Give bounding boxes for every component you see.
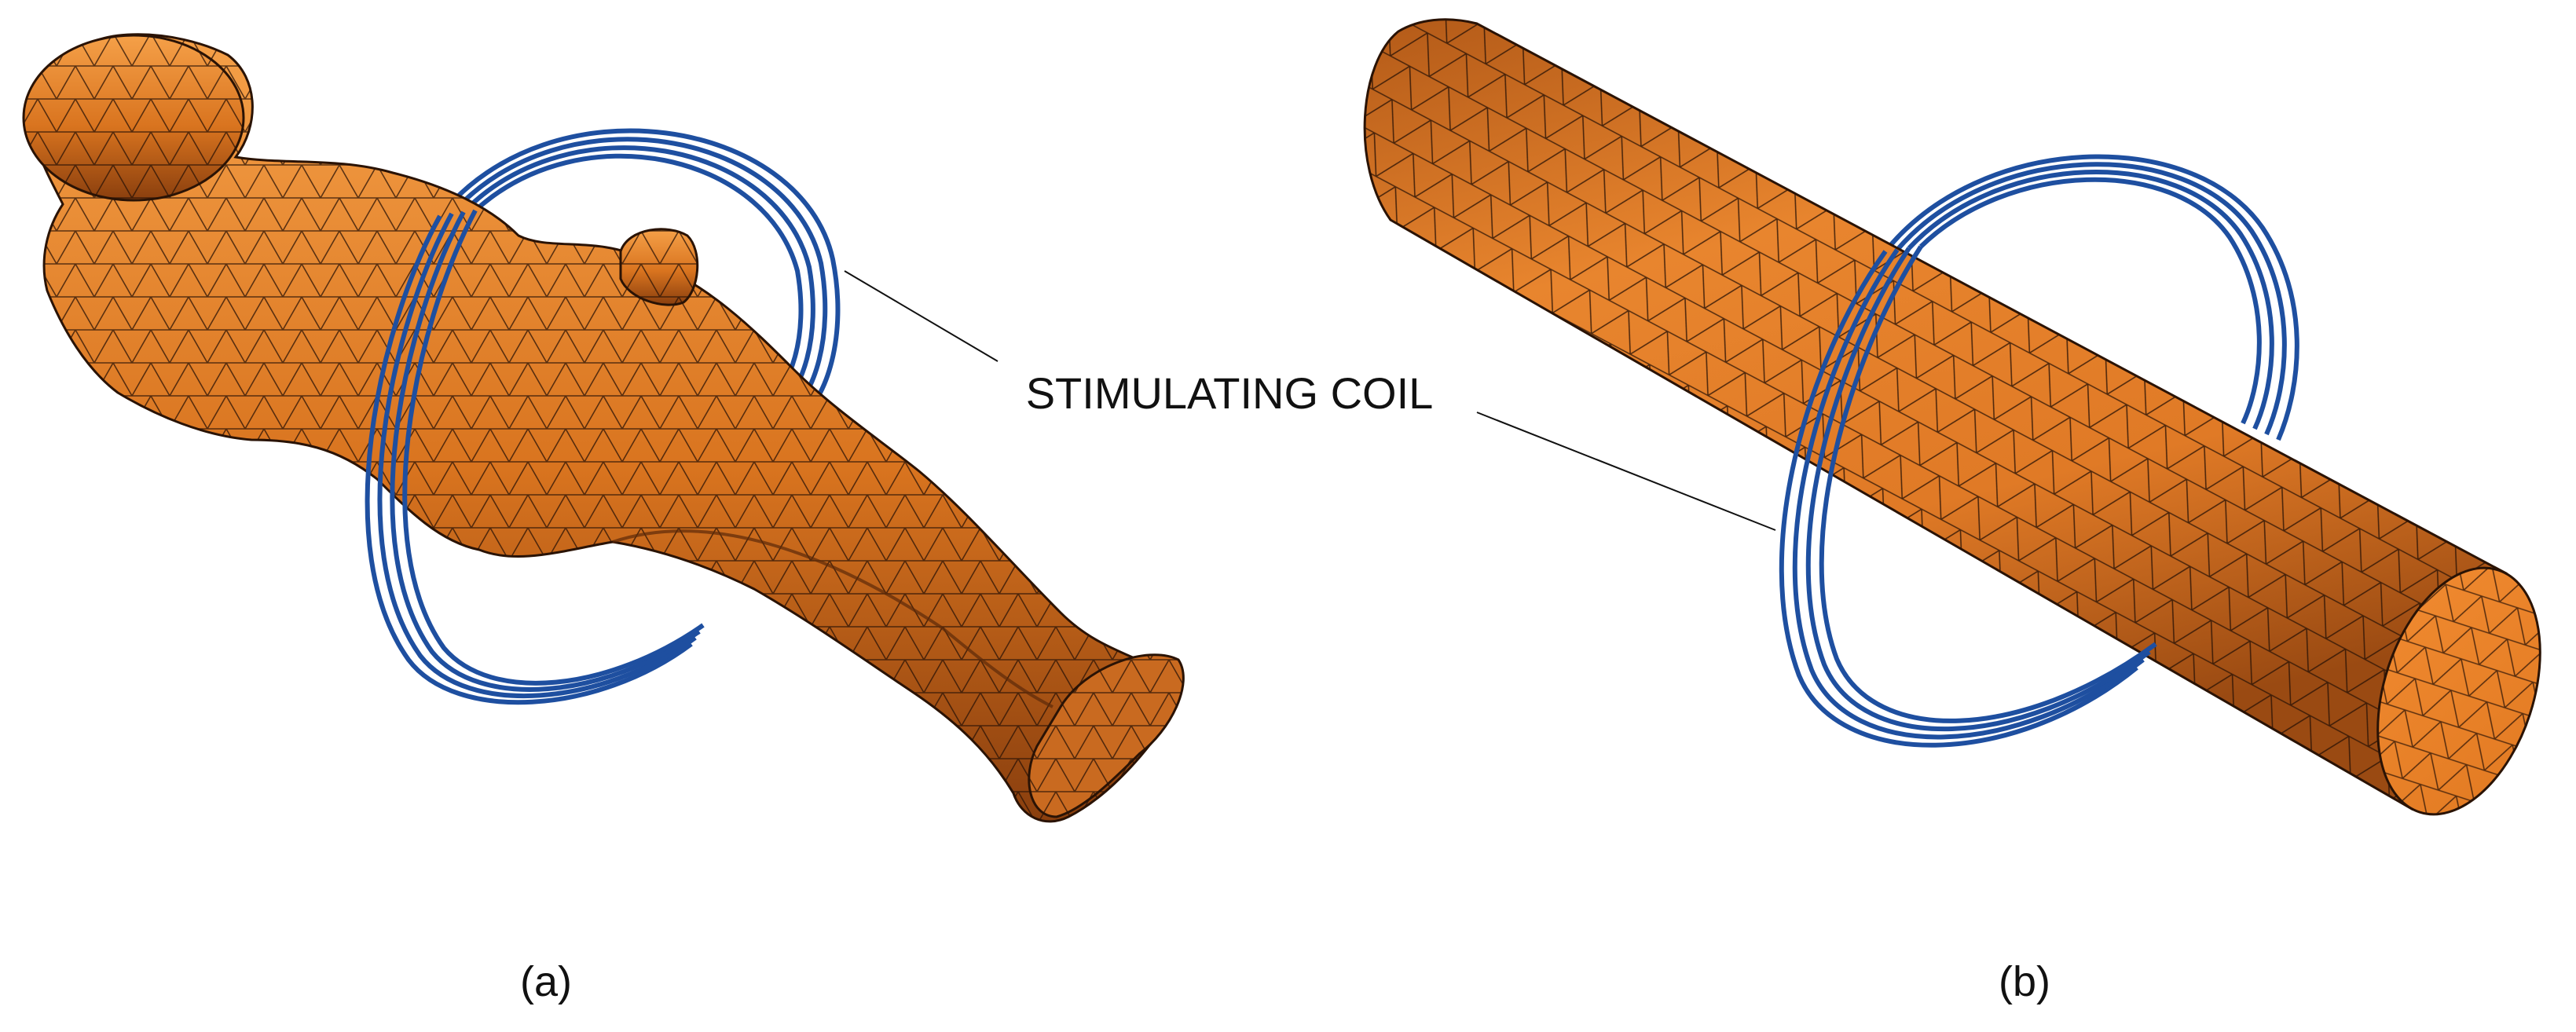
coil-a-back — [438, 128, 841, 419]
callout-label: STIMULATING COIL — [1026, 368, 1434, 418]
callout-leader-right — [1476, 412, 1776, 531]
panel-a — [22, 33, 1185, 823]
human-body-mesh — [22, 33, 1185, 823]
coil-a-front — [365, 209, 705, 705]
callout-leader-left — [844, 270, 999, 362]
panel-b-label: (b) — [1999, 958, 2050, 1005]
coil-callout: STIMULATING COIL — [844, 270, 1776, 531]
coil-b-front — [1779, 245, 2157, 748]
coil-b-back — [1883, 154, 2299, 441]
panel-a-label: (a) — [520, 958, 572, 1005]
panel-b — [1363, 18, 2541, 816]
cylinder-mesh — [1363, 18, 2541, 816]
